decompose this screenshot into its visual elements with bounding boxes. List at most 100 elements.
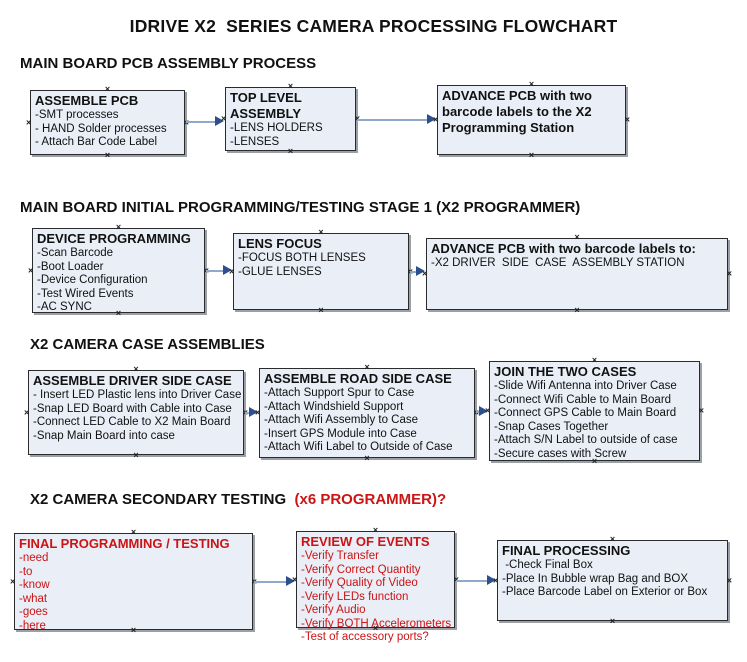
connector-arrow xyxy=(357,114,436,125)
box-line: -Connect Wifi Cable to Main Board xyxy=(494,393,672,406)
arrow-line xyxy=(357,119,429,121)
handle-icon: × xyxy=(726,575,732,585)
box-title: FINAL PROCESSING xyxy=(502,543,631,558)
handle-icon: × xyxy=(624,114,630,125)
box-lines: -LENS HOLDERS-LENSES xyxy=(230,122,351,149)
box-line: - HAND Solder processes xyxy=(35,122,167,135)
box-line: -Boot Loader xyxy=(37,260,104,273)
box-title: LENS FOCUS xyxy=(238,236,322,251)
box-line: -Connect GPS Cable to Main Board xyxy=(494,407,677,419)
box-line: -Verify BOTH Accelerometers xyxy=(301,617,452,630)
box-line: -need xyxy=(19,552,49,564)
arrow-line xyxy=(476,411,481,413)
box-line: -GLUE LENSES xyxy=(238,265,322,278)
section-header-secondary-testing-text: X2 CAMERA SECONDARY TESTING xyxy=(30,491,295,508)
box-title: ADVANCE PCB with two barcode labels to t… xyxy=(442,88,592,135)
handle-icon: × xyxy=(318,305,324,315)
flow-box-assemble-pcb: ASSEMBLE PCB -SMT processes- HAND Solder… xyxy=(26,85,189,160)
arrow-head-icon xyxy=(416,266,425,276)
box-lines: -FOCUS BOTH LENSES-GLUE LENSES xyxy=(238,252,404,279)
handle-icon: × xyxy=(318,227,324,237)
arrow-head-icon xyxy=(215,116,224,126)
arrow-head-icon xyxy=(223,265,232,275)
flow-box-top-level-assembly: TOP LEVEL ASSEMBLY -LENS HOLDERS-LENSES … xyxy=(221,82,360,156)
flow-box-lens-focus: LENS FOCUS -FOCUS BOTH LENSES-GLUE LENSE… xyxy=(229,228,413,315)
connector-arrow xyxy=(245,407,258,418)
box-line: -LENSES xyxy=(230,135,280,148)
handle-icon: × xyxy=(24,407,30,417)
box-lines: -Check Final Box-Place In Bubble wrap Ba… xyxy=(502,559,723,600)
box-title: ASSEMBLE PCB xyxy=(35,93,139,108)
handle-icon: × xyxy=(609,616,616,626)
arrow-line xyxy=(410,271,418,273)
box-line: -Attach Wifi Assembly to Case xyxy=(264,414,419,426)
box-line: -Secure cases with Screw xyxy=(494,447,627,460)
box-title: ASSEMBLE ROAD SIDE CASE xyxy=(264,371,452,386)
handle-icon: × xyxy=(528,150,535,160)
flow-box-device-programming: DEVICE PROGRAMMING -Scan Barcode-Boot Lo… xyxy=(28,223,209,318)
box-line: -Attach Wifi Label to Outside of Case xyxy=(264,441,453,453)
box-lines: - Insert LED Plastic lens into Driver Ca… xyxy=(33,389,241,443)
box-lines: -Scan Barcode-Boot Loader-Device Configu… xyxy=(37,247,200,315)
box-title: DEVICE PROGRAMMING xyxy=(37,231,191,246)
connector-arrow xyxy=(456,575,496,586)
box-line: -Verify Audio xyxy=(301,604,366,616)
section-header-initial-programming: MAIN BOARD INITIAL PROGRAMMING/TESTING S… xyxy=(20,199,581,216)
connector-arrow xyxy=(410,266,425,277)
box-line: -Scan Barcode xyxy=(37,247,114,259)
flow-box-join-the-two-cases: JOIN THE TWO CASES -Slide Wifi Antenna i… xyxy=(485,356,704,466)
box-title: JOIN THE TWO CASES xyxy=(494,364,637,379)
handle-icon: × xyxy=(287,81,294,91)
box-line: -Attach Support Spur to Case xyxy=(264,387,415,399)
box-line: -Place Barcode Label on Exterior or Box xyxy=(502,586,708,598)
box-line: -Check Final Box xyxy=(502,559,593,571)
flow-box-assemble-driver-side-case: ASSEMBLE DRIVER SIDE CASE - Insert LED P… xyxy=(24,365,248,460)
flow-box-advance-pcb-to-driver-side-station: ADVANCE PCB with two barcode labels to: … xyxy=(422,233,732,315)
section-header-main-board-pcb: MAIN BOARD PCB ASSEMBLY PROCESS xyxy=(20,55,317,72)
handle-icon: × xyxy=(133,364,139,374)
handle-icon: × xyxy=(698,405,704,416)
connector-arrow xyxy=(476,406,488,417)
box-line: -to xyxy=(19,565,33,578)
arrow-head-icon xyxy=(427,114,436,124)
handle-icon: × xyxy=(372,525,379,535)
box-line: -Verify Transfer xyxy=(301,550,379,562)
box-line: -Device Configuration xyxy=(37,274,148,286)
box-line: -SMT processes xyxy=(35,109,119,121)
page-title: IDRIVE X2 SERIES CAMERA PROCESSING FLOWC… xyxy=(129,16,618,36)
box-lines: -Attach Support Spur to Case-Attach Wind… xyxy=(264,387,470,455)
handle-icon: × xyxy=(287,146,294,156)
arrow-line xyxy=(456,580,489,582)
handle-icon: × xyxy=(133,450,139,460)
box-lines: -Slide Wifi Antenna into Driver Case-Con… xyxy=(494,380,695,461)
arrow-line xyxy=(206,270,225,272)
arrow-head-icon xyxy=(249,407,258,417)
section-header-case-assemblies: X2 CAMERA CASE ASSEMBLIES xyxy=(30,336,265,353)
box-line: -FOCUS BOTH LENSES xyxy=(238,252,366,264)
box-title: REVIEW OF EVENTS xyxy=(301,534,430,549)
box-line: -AC SYNC xyxy=(37,301,92,313)
section-header-secondary-testing: X2 CAMERA SECONDARY TESTING (x6 PROGRAMM… xyxy=(30,491,446,508)
handle-icon: × xyxy=(104,150,111,160)
box-line: - Attach Bar Code Label xyxy=(35,136,158,148)
box-line: -Snap LED Board with Cable into Case xyxy=(33,402,232,415)
box-lines: -SMT processes- HAND Solder processes- A… xyxy=(35,109,180,150)
connector-arrow xyxy=(186,116,224,127)
handle-icon: × xyxy=(364,362,370,372)
handle-icon: × xyxy=(130,527,137,537)
handle-icon: × xyxy=(26,117,32,127)
connector-arrow xyxy=(206,265,232,276)
handle-icon: × xyxy=(574,232,580,242)
flow-box-final-programming-testing: FINAL PROGRAMMING / TESTING -need-to-kno… xyxy=(10,528,257,635)
box-title: FINAL PROGRAMMING / TESTING xyxy=(19,536,230,551)
box-title: ADVANCE PCB with two barcode labels to: xyxy=(431,241,696,256)
handle-icon: × xyxy=(28,265,34,275)
arrow-head-icon xyxy=(487,575,496,585)
box-line: -LENS HOLDERS xyxy=(230,122,323,134)
box-line: -Insert GPS Module into Case xyxy=(264,427,417,440)
box-lines: -need-to-know-what-goes-here xyxy=(19,552,248,633)
box-line: -Verify Correct Quantity xyxy=(301,563,421,576)
connector-arrow xyxy=(254,576,295,587)
handle-icon: × xyxy=(591,355,598,365)
